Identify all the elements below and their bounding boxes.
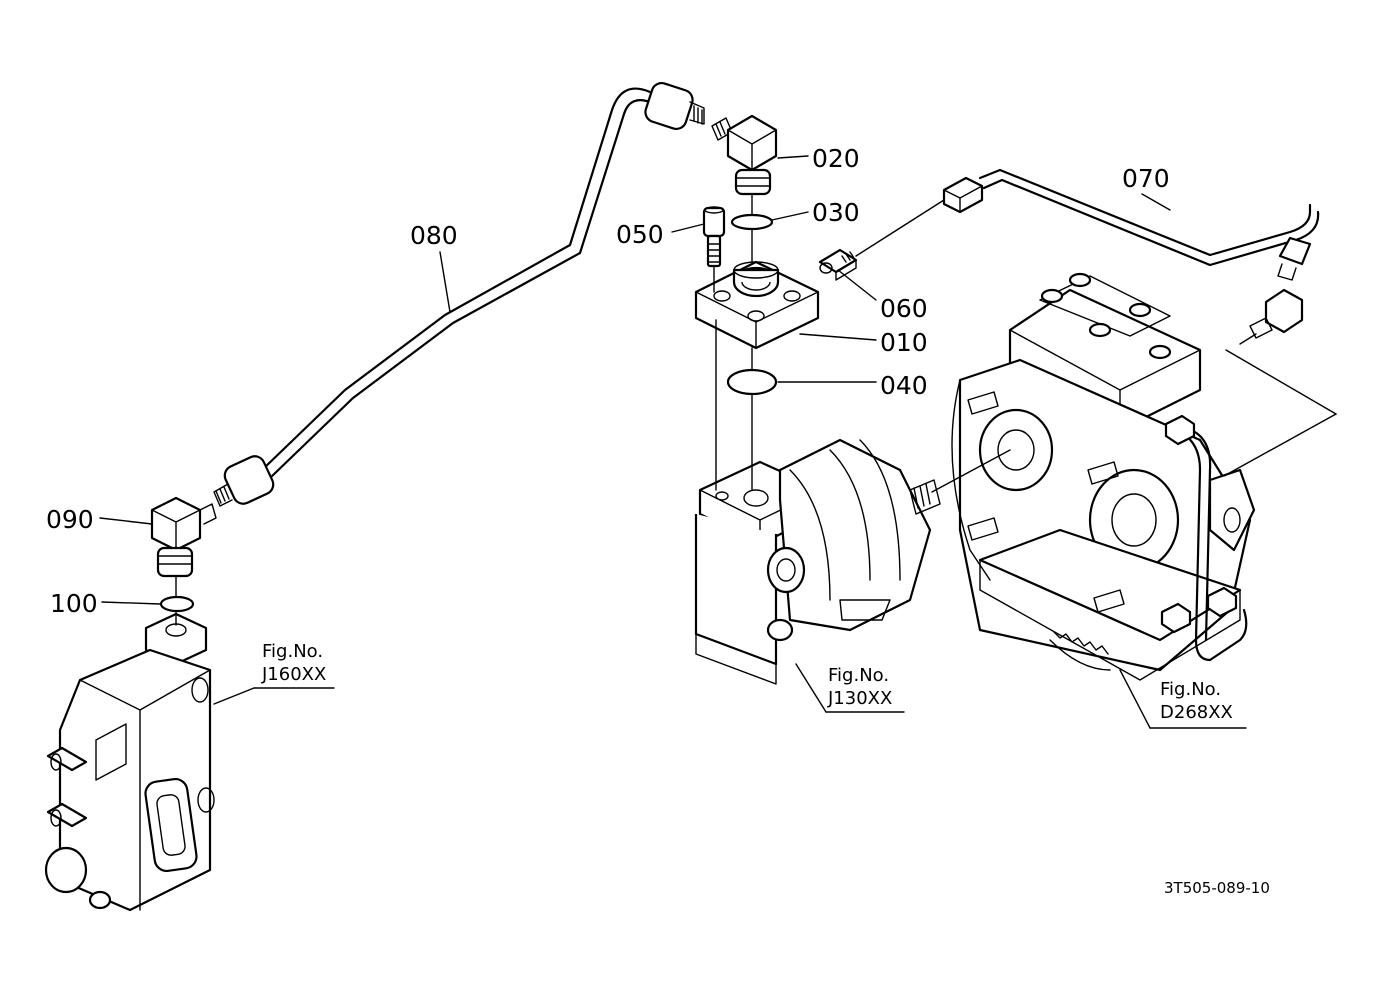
pipe-080 [213,81,705,507]
bolt-050 [702,206,726,268]
callout-060: 060 [880,294,928,323]
o-ring-040 [726,368,778,396]
elbow-fitting-090 [150,496,217,578]
flange-010 [694,260,820,350]
transmission-housing [951,272,1256,681]
o-ring-030 [730,213,774,231]
fitting-060 [818,248,858,281]
callout-100: 100 [50,589,98,618]
figure-ref-prefix: Fig.No. [262,641,324,662]
hydraulic-pump [694,438,941,685]
callout-020: 020 [812,144,860,173]
figure-ref-j130xx: Fig.No. J130XX [828,664,892,711]
o-ring-100 [159,595,195,613]
return-pipe [1160,414,1248,662]
drawing-code: 3T505-089-10 [1164,879,1270,897]
figure-ref-number: D268XX [1160,702,1233,724]
callout-040: 040 [880,371,928,400]
figure-ref-prefix: Fig.No. [828,665,890,686]
callout-090: 090 [46,505,94,534]
leader-lines [99,155,1247,729]
elbow-fitting-right [1249,288,1304,339]
callout-080: 080 [410,221,458,250]
control-valve [44,612,215,912]
assembly-lines [175,193,1337,626]
elbow-fitting-020 [711,114,778,196]
figure-ref-number: J160XX [262,664,327,686]
figure-ref-prefix: Fig.No. [1160,679,1222,700]
callout-070: 070 [1122,164,1170,193]
callout-050: 050 [616,220,664,249]
pipe-070 [942,168,1320,281]
figure-ref-j160xx: Fig.No. J160XX [262,640,326,687]
callout-030: 030 [812,198,860,227]
callout-010: 010 [880,328,928,357]
figure-ref-number: J130XX [828,688,893,710]
figure-ref-d268xx: Fig.No. D268XX [1160,678,1233,725]
